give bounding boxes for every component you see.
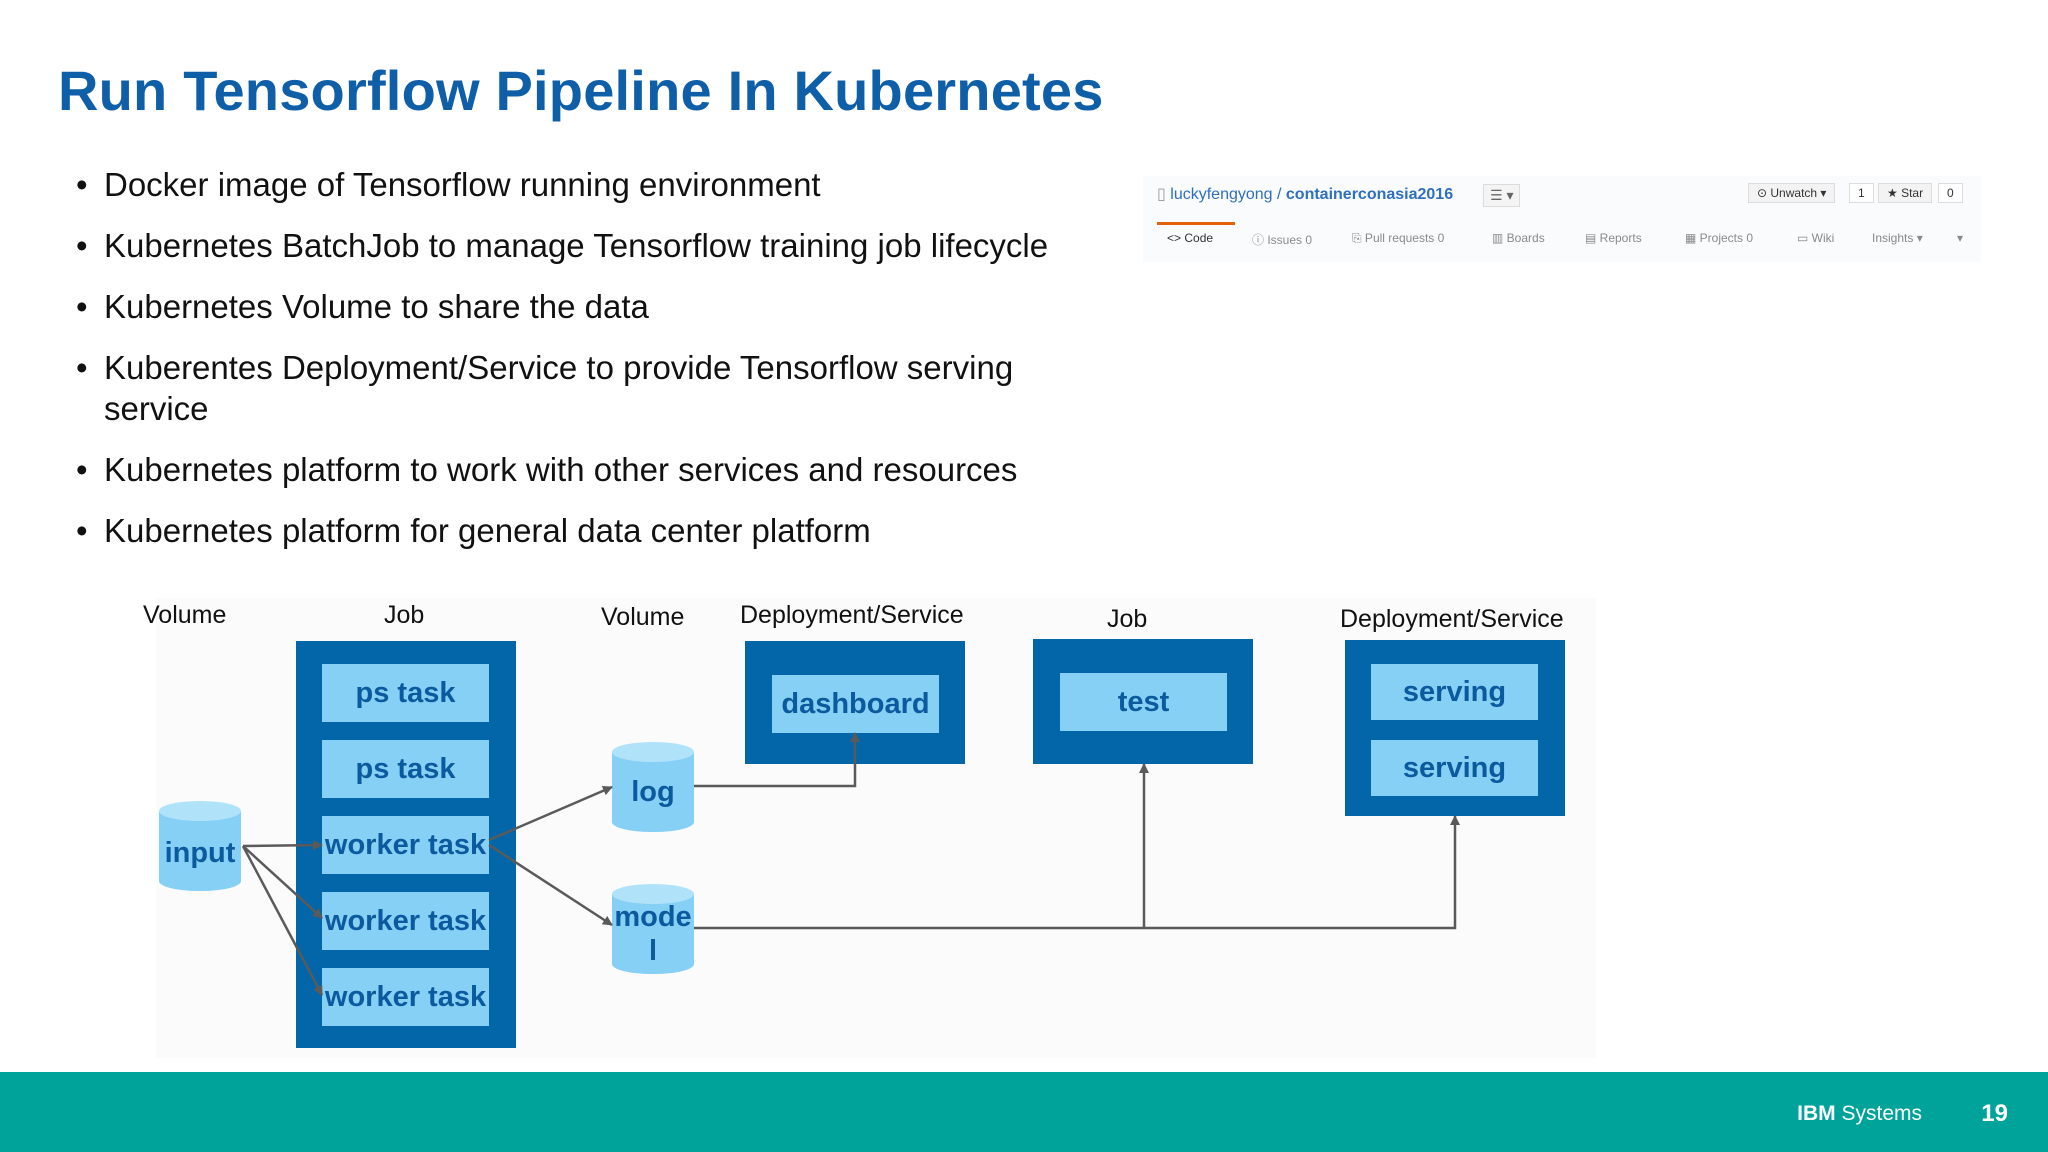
serving-node: serving xyxy=(1371,664,1538,720)
arrow-input-to-worker-1 xyxy=(242,840,323,851)
worker-task: worker task xyxy=(322,816,489,874)
arrow-input-to-worker-3 xyxy=(241,845,324,996)
model-volume: mode l xyxy=(612,884,694,974)
serving-node: serving xyxy=(1371,740,1538,796)
bullet-text: Kuberentes Deployment/Service to provide… xyxy=(104,349,1014,427)
tab-wiki[interactable]: ▭ Wiki xyxy=(1797,231,1835,245)
label-volume-log: Volume xyxy=(601,603,685,631)
tab-insights[interactable]: Insights ▾ xyxy=(1872,231,1923,245)
slide-title: Run Tensorflow Pipeline In Kubernetes xyxy=(58,59,1104,122)
brand-rest: Systems xyxy=(1835,1102,1922,1125)
bullet-dot: • xyxy=(76,166,88,203)
tab-overflow[interactable]: ▾ xyxy=(1957,231,1964,245)
label-volume-input: Volume xyxy=(143,601,227,629)
log-volume: log xyxy=(612,742,694,832)
star-button[interactable]: ★ Star xyxy=(1878,183,1933,203)
ibm-systems-logo: IBM Systems xyxy=(1797,1102,1922,1126)
github-repo-header: ▯ luckyfengyong / containerconasia2016 ☰… xyxy=(1143,176,1981,262)
cylinder-body xyxy=(612,894,694,974)
unwatch-count: 1 xyxy=(1849,183,1874,203)
brand-bold: IBM xyxy=(1797,1102,1836,1125)
tab-projects[interactable]: ▦ Projects 0 xyxy=(1685,231,1754,245)
bullet-text: Kubernetes platform for general data cen… xyxy=(104,512,871,549)
tab-code[interactable]: <> Code xyxy=(1167,231,1214,245)
bullet-item: • Docker image of Tensorflow running envi… xyxy=(76,164,1126,205)
arrow-log-to-dashboard xyxy=(694,732,860,788)
unwatch-button[interactable]: ⊙ Unwatch ▾ xyxy=(1748,183,1836,203)
cylinder-top xyxy=(612,884,694,904)
bullet-dot: • xyxy=(76,288,88,325)
label-deployment-dashboard: Deployment/Service xyxy=(740,601,964,629)
label-job-main: Job xyxy=(384,601,425,629)
dashboard-node: dashboard xyxy=(772,675,939,733)
label-job-test: Job xyxy=(1107,605,1148,633)
footer-bar: IBM Systems 19 xyxy=(0,1072,2048,1152)
ps-task: ps task xyxy=(322,740,489,798)
tab-issues[interactable]: ⓘ Issues 0 xyxy=(1252,233,1313,247)
tab-boards[interactable]: ▥ Boards xyxy=(1492,231,1545,245)
bullet-item: • Kubernetes platform for general data ce… xyxy=(76,510,1126,551)
test-node: test xyxy=(1060,673,1227,731)
cylinder-body xyxy=(612,752,694,832)
arrow-worker-to-log xyxy=(488,785,613,842)
bullet-item: • Kubernetes platform to work with other … xyxy=(76,449,1126,490)
bullet-dot: • xyxy=(76,227,88,264)
repo-name-link[interactable]: containerconasia2016 xyxy=(1285,186,1454,203)
ps-task: ps task xyxy=(322,664,489,722)
star-count: 0 xyxy=(1938,183,1963,203)
input-volume: input xyxy=(159,801,241,891)
repo-list-button[interactable]: ☰ ▾ xyxy=(1483,184,1521,207)
bullet-list: • Docker image of Tensorflow running envi… xyxy=(76,164,1126,571)
arrow-worker-to-model xyxy=(488,843,613,927)
model-volume-label: mode l xyxy=(607,900,699,968)
repo-path: ▯ luckyfengyong / containerconasia2016 xyxy=(1157,184,1453,204)
repo-icon: ▯ xyxy=(1157,186,1166,203)
repo-separator: / xyxy=(1272,186,1286,203)
tab-pull-requests[interactable]: ⎘ Pull requests 0 xyxy=(1352,231,1445,245)
arrow-input-to-worker-2 xyxy=(242,845,323,919)
log-volume-label: log xyxy=(631,776,675,808)
bullet-dot: • xyxy=(76,349,88,386)
model-label-line-2: l xyxy=(648,935,658,967)
bullet-text: Kubernetes Volume to share the data xyxy=(104,288,649,325)
cylinder-top xyxy=(612,742,694,762)
cylinder-body xyxy=(159,811,241,891)
active-tab-underline xyxy=(1157,222,1235,225)
bullet-item: • Kubernetes Volume to share the data xyxy=(76,286,1126,327)
bullet-item: • Kubernetes BatchJob to manage Tensorflo… xyxy=(76,225,1126,266)
label-deployment-serving: Deployment/Service xyxy=(1340,605,1564,633)
bullet-dot: • xyxy=(76,512,88,549)
bullet-text: Docker image of Tensorflow running envir… xyxy=(104,166,821,203)
bullet-text: Kubernetes BatchJob to manage Tensorflow… xyxy=(104,227,1049,264)
input-volume-label: input xyxy=(164,837,236,869)
bullet-text: Kubernetes platform to work with other s… xyxy=(104,451,1018,488)
bullet-dot: • xyxy=(76,451,88,488)
connector-model-bus xyxy=(694,815,1460,930)
repo-owner-link[interactable]: luckyfengyong xyxy=(1170,186,1273,203)
worker-task: worker task xyxy=(322,892,489,950)
bullet-item: • Kuberentes Deployment/Service to provid… xyxy=(76,347,1104,429)
cylinder-top xyxy=(159,801,241,821)
page-number: 19 xyxy=(1981,1100,2008,1127)
model-label-line-1: mode xyxy=(614,901,692,933)
tab-reports[interactable]: ▤ Reports xyxy=(1585,231,1642,245)
worker-task: worker task xyxy=(322,968,489,1026)
